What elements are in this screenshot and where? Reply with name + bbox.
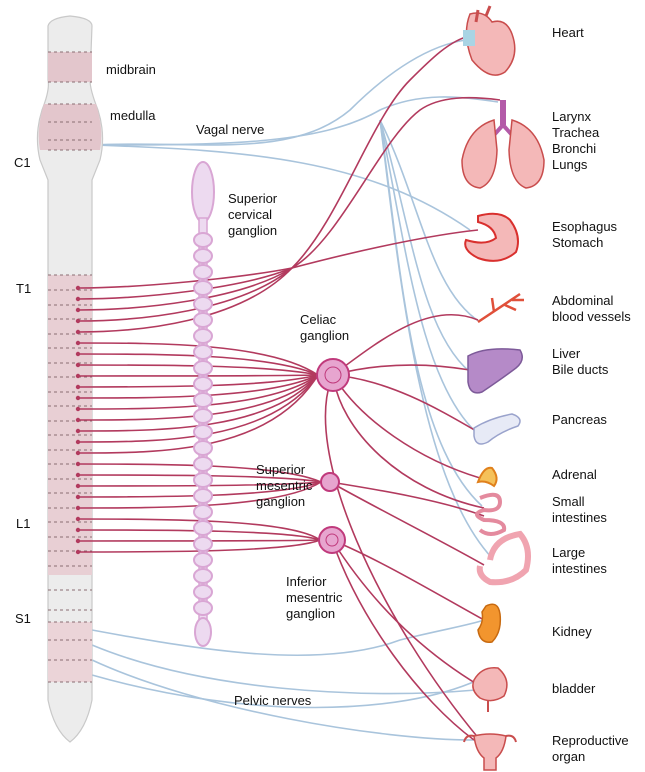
superior-cervical-ganglion-node	[192, 162, 214, 222]
preganglionic-fiber	[78, 268, 292, 321]
adrenal-icon	[478, 468, 497, 486]
chain-ganglion	[194, 249, 212, 263]
organ-label-lungs: Larynx Trachea Bronchi Lungs	[552, 109, 599, 173]
superior-mesenteric-ganglion-node	[321, 473, 339, 491]
postganglionic-fiber	[332, 540, 480, 686]
medulla-shade	[39, 104, 102, 150]
organ-label-stomach: Esophagus Stomach	[552, 219, 617, 251]
level-c1-label: C1	[14, 155, 31, 170]
pancreas-icon	[474, 414, 520, 444]
organ-label-adrenal: Adrenal	[552, 467, 597, 483]
spinal-cord	[37, 16, 102, 742]
superior-mesenteric-ganglion-label: Superior mesentric ganglion	[256, 462, 312, 510]
chain-ganglion	[194, 393, 212, 407]
organ-label-liver: Liver Bile ducts	[552, 346, 608, 378]
chain-ganglion	[194, 233, 212, 247]
midbrain-shade	[48, 52, 92, 82]
chain-ganglion	[194, 473, 212, 487]
postganglionic-fiber	[292, 36, 470, 268]
chain-ganglion	[194, 425, 212, 439]
organ-label-large-intestines: Large intestines	[552, 545, 607, 577]
blood-vessels-icon	[478, 294, 524, 322]
organ-label-blood-vessels: Abdominal blood vessels	[552, 293, 631, 325]
sacral-shade	[48, 622, 92, 682]
liver-icon	[468, 349, 522, 393]
chain-ganglion	[194, 409, 212, 423]
organs	[462, 6, 544, 770]
celiac-ganglion-node	[317, 359, 349, 391]
preganglionic-fiber	[78, 375, 318, 376]
heart-icon	[463, 6, 515, 75]
organ-label-bladder: bladder	[552, 681, 595, 697]
ganglia	[317, 359, 349, 553]
chain-ganglion	[194, 537, 212, 551]
chain-ganglion	[194, 441, 212, 455]
midbrain-label: midbrain	[106, 62, 156, 78]
sympathetic-chain	[192, 162, 214, 646]
chain-ganglion	[194, 521, 212, 535]
chain-ganglion	[195, 618, 211, 646]
chain-ganglion	[194, 281, 212, 295]
organ-label-reproductive: Reproductive organ	[552, 733, 629, 765]
bladder-icon	[473, 668, 507, 712]
medulla-label: medulla	[110, 108, 156, 124]
chain-ganglion	[194, 361, 212, 375]
organ-label-kidney: Kidney	[552, 624, 592, 640]
chain-ganglion	[194, 601, 212, 615]
chain-ganglion	[194, 297, 212, 311]
chain-ganglion	[194, 265, 212, 279]
lungs-icon	[462, 100, 544, 188]
parasympathetic-fiber	[92, 40, 466, 145]
sympathetic-nerves	[76, 36, 500, 740]
chain-ganglion	[194, 313, 212, 327]
postganglionic-fiber	[333, 315, 478, 375]
organ-label-heart: Heart	[552, 25, 584, 41]
parasympathetic-nerves	[92, 40, 498, 740]
inferior-mesenteric-ganglion-label: Inferior mesentric ganglion	[286, 574, 342, 622]
chain-ganglion	[194, 345, 212, 359]
postganglionic-fiber	[333, 365, 470, 375]
organ-label-pancreas: Pancreas	[552, 412, 607, 428]
chain-ganglion	[194, 569, 212, 583]
stomach-icon	[465, 214, 518, 261]
inferior-mesenteric-ganglion-node	[319, 527, 345, 553]
kidney-icon	[478, 604, 500, 642]
postganglionic-fiber	[330, 482, 484, 565]
chain-ganglion	[194, 553, 212, 567]
superior-cervical-ganglion-label: Superior cervical ganglion	[228, 191, 277, 239]
chain-ganglion	[194, 377, 212, 391]
parasympathetic-fiber	[92, 145, 470, 230]
organ-label-small-intestines: Small intestines	[552, 494, 607, 526]
celiac-ganglion-label: Celiac ganglion	[300, 312, 349, 344]
pelvic-nerves-label: Pelvic nerves	[234, 693, 311, 709]
chain-ganglion	[194, 489, 212, 503]
large-intestine-icon	[480, 534, 528, 582]
chain-ganglion	[194, 585, 212, 599]
postganglionic-fiber	[292, 230, 478, 268]
level-l1-label: L1	[16, 516, 30, 531]
chain-ganglion	[194, 505, 212, 519]
parasympathetic-fiber	[92, 620, 484, 655]
vagal-nerve-label: Vagal nerve	[196, 122, 264, 138]
chain-ganglion	[194, 329, 212, 343]
postganglionic-fiber	[325, 375, 480, 740]
level-t1-label: T1	[16, 281, 31, 296]
level-s1-label: S1	[15, 611, 31, 626]
chain-ganglion	[194, 457, 212, 471]
